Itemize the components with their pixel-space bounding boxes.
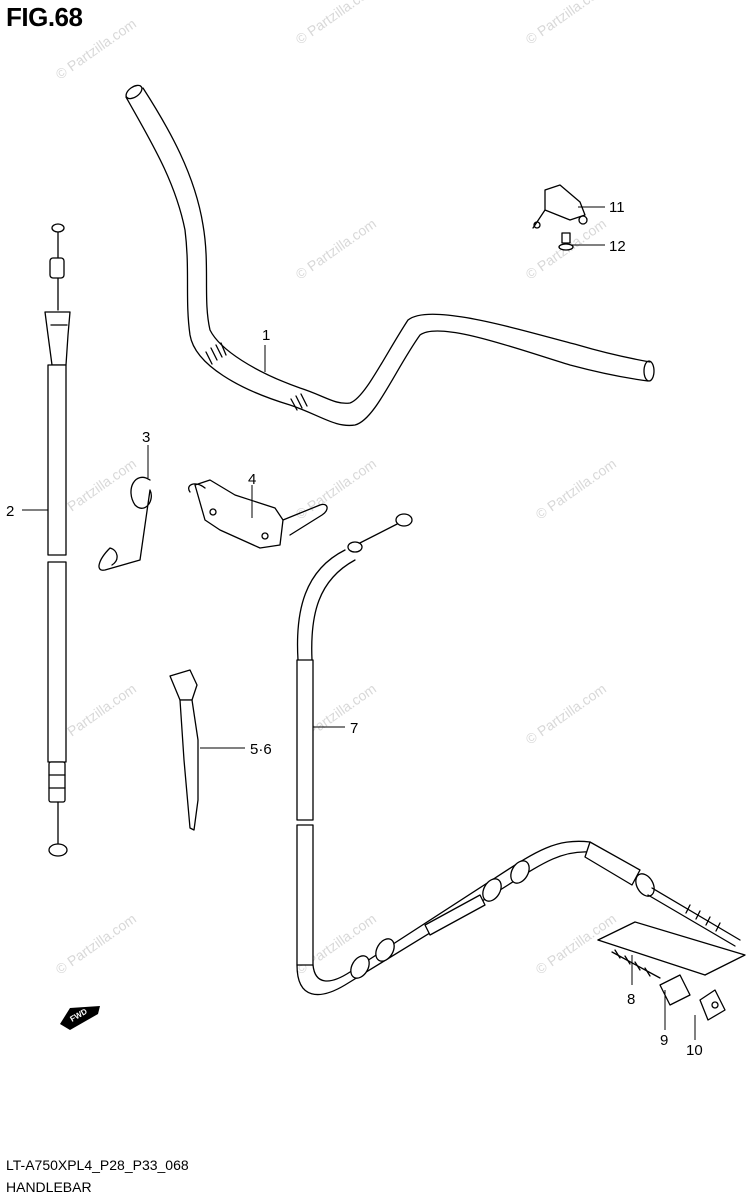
- watermark: © Partzilla.com: [523, 680, 609, 747]
- leader-lines: [22, 206, 696, 1040]
- watermark: © Partzilla.com: [53, 15, 139, 82]
- callout-8: 8: [627, 991, 635, 1008]
- figure-title: FIG.68: [6, 2, 83, 32]
- handlebar-part: [125, 84, 655, 427]
- throttle-cable-part: [44, 223, 71, 857]
- clip-part: [98, 476, 152, 571]
- callout-2: 2: [6, 503, 14, 520]
- watermark: © Partzilla.com: [293, 0, 379, 47]
- callout-10: 10: [686, 1042, 703, 1059]
- footer-name: HANDLEBAR: [6, 1179, 92, 1195]
- figure-footer: LT-A750XPL4_P28_P33_068 HANDLEBAR: [6, 1154, 189, 1198]
- callout-1: 1: [262, 327, 270, 344]
- callout-7: 7: [350, 720, 358, 737]
- watermark: © Partzilla.com: [533, 910, 619, 977]
- callout-4: 4: [248, 471, 256, 488]
- holder-part: [188, 479, 328, 549]
- callout-12: 12: [609, 238, 626, 255]
- switch-bracket-part: [532, 184, 588, 251]
- watermark: © Partzilla.com: [293, 215, 379, 282]
- callout-9: 9: [660, 1032, 668, 1049]
- watermark: © Partzilla.com: [533, 455, 619, 522]
- callout-labels: 1 2 3 4 5·6 7 8 9 10 11 12: [6, 199, 703, 1059]
- cable-tie-part: [169, 669, 199, 831]
- footer-code: LT-A750XPL4_P28_P33_068: [6, 1157, 189, 1173]
- adjuster-group: [597, 921, 746, 1021]
- watermark: © Partzilla.com: [523, 0, 609, 47]
- watermark: © Partzilla.com: [53, 910, 139, 977]
- fwd-arrow: FWD: [60, 1006, 100, 1030]
- watermark-layer: © Partzilla.com © Partzilla.com © Partzi…: [53, 0, 619, 977]
- callout-3: 3: [142, 429, 150, 446]
- watermark: © Partzilla.com: [293, 455, 379, 522]
- callout-5-6: 5·6: [250, 741, 272, 758]
- brake-cable-part: [296, 513, 741, 996]
- callout-11: 11: [609, 199, 625, 216]
